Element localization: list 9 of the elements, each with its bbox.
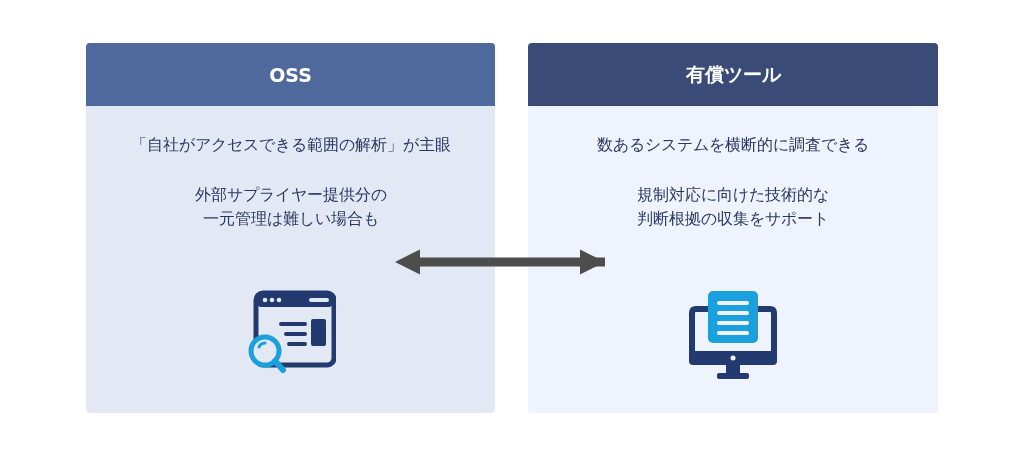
panel-title: OSS <box>269 63 312 86</box>
double-arrow <box>394 249 605 275</box>
description-text: 外部サプライヤー提供分の一元管理は難しい場合も <box>193 184 388 230</box>
panel <box>86 43 495 413</box>
panel <box>528 43 938 413</box>
description-text: 規制対応に向けた技術的な判断根拠の収集をサポート <box>636 184 830 230</box>
description-text: 数あるシステムを横断的に調査できる <box>597 134 869 156</box>
panel-title: 有償ツール <box>685 61 781 87</box>
description-text: 「自社がアクセスできる範囲の解析」が主眼 <box>130 134 451 156</box>
